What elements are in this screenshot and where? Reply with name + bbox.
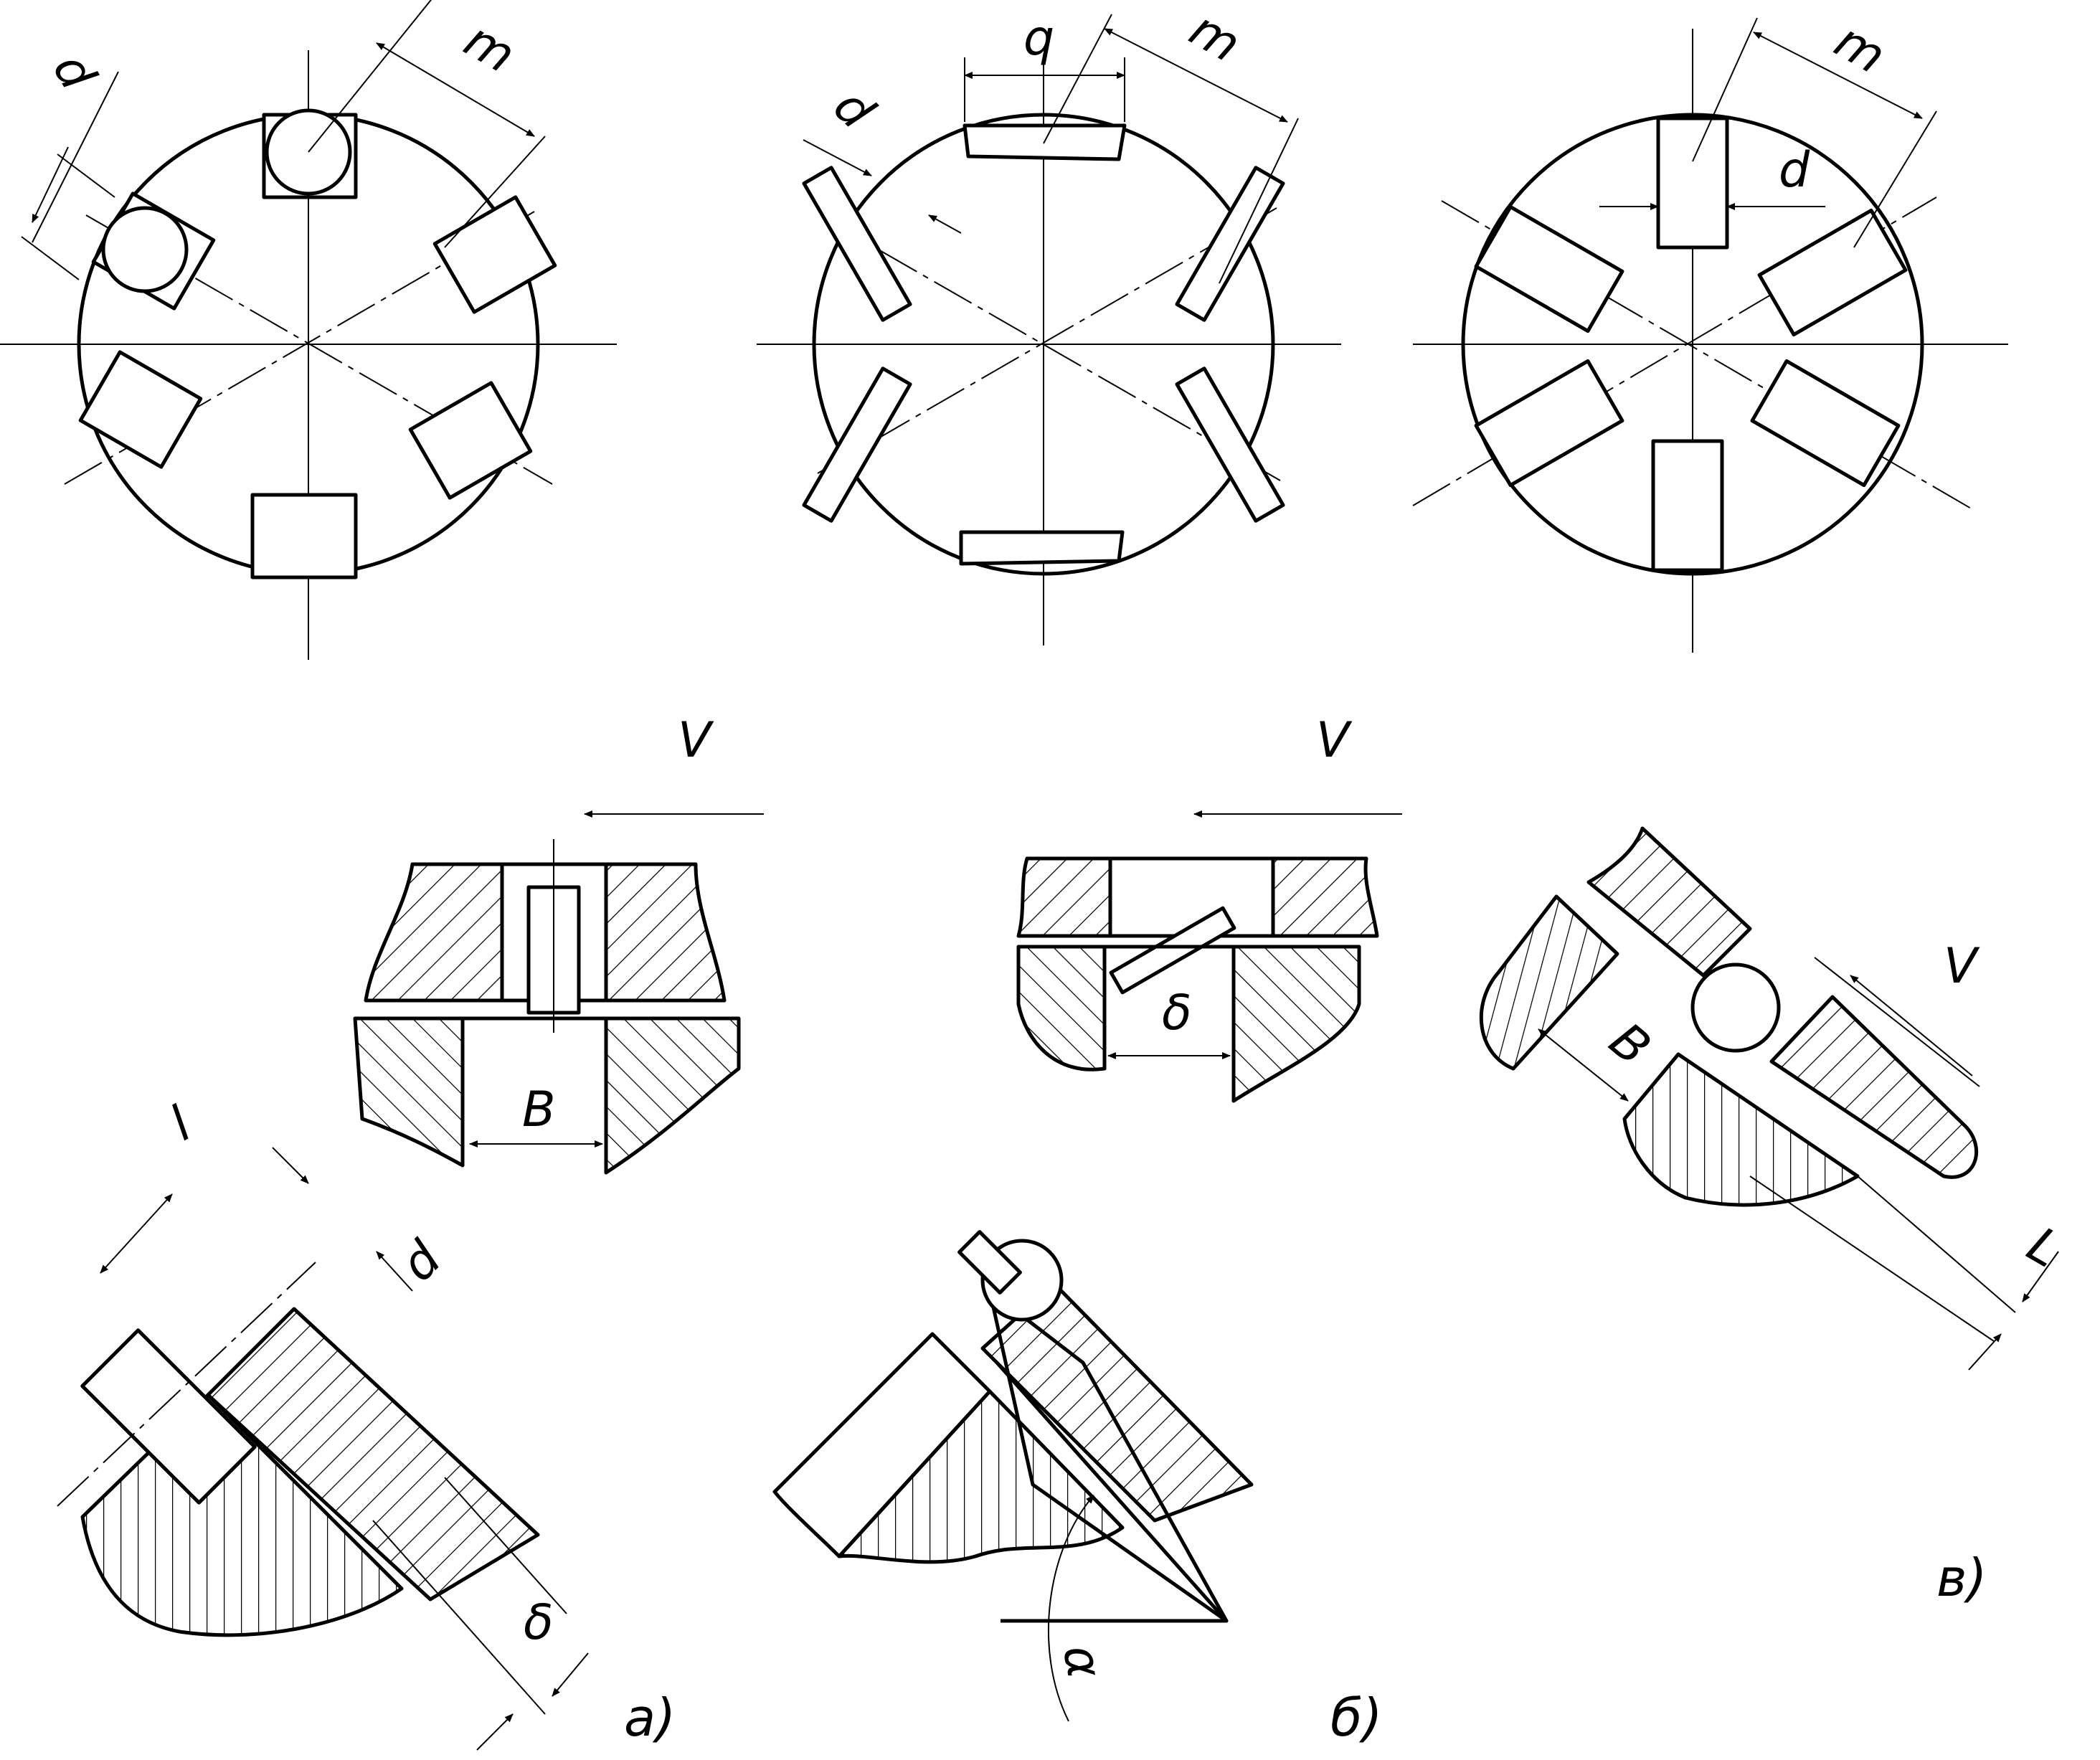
caption-v: в): [1936, 1548, 1987, 1608]
label-v: V: [678, 712, 714, 769]
label-delta: δ: [1162, 985, 1192, 1041]
label-d: d: [42, 44, 106, 100]
label-d: d: [823, 78, 885, 141]
label-d: d: [1779, 142, 1810, 199]
section-a-tilted: l d δ а): [57, 1096, 676, 1751]
label-b: b: [1023, 16, 1054, 72]
top-view-c: m d: [1412, 12, 2008, 653]
label-l: l: [161, 1096, 201, 1152]
label-b: B: [1599, 1012, 1661, 1077]
label-v: V: [1944, 938, 1980, 995]
caption-a: а): [624, 1688, 676, 1748]
label-v: V: [1316, 712, 1353, 769]
section-b-radial: V δ: [1016, 712, 1402, 1103]
section-b-tilted: α б): [772, 1230, 1383, 1748]
top-view-a: m d: [0, 0, 617, 660]
label-delta: δ: [524, 1594, 554, 1651]
top-view-b: b m d: [757, 1, 1341, 645]
label-alpha: α: [1051, 1641, 1113, 1683]
caption-b: б): [1330, 1688, 1383, 1748]
label-m: m: [455, 11, 524, 85]
ball: [101, 206, 189, 293]
section-c-tilted: V B L в): [1479, 826, 2070, 1608]
label-d: d: [390, 1230, 453, 1292]
section-a-radial: V B: [353, 712, 764, 1175]
label-l: L: [2018, 1216, 2070, 1279]
label-b: B: [522, 1082, 556, 1138]
label-m: m: [1181, 1, 1250, 74]
ball: [1690, 962, 1781, 1053]
